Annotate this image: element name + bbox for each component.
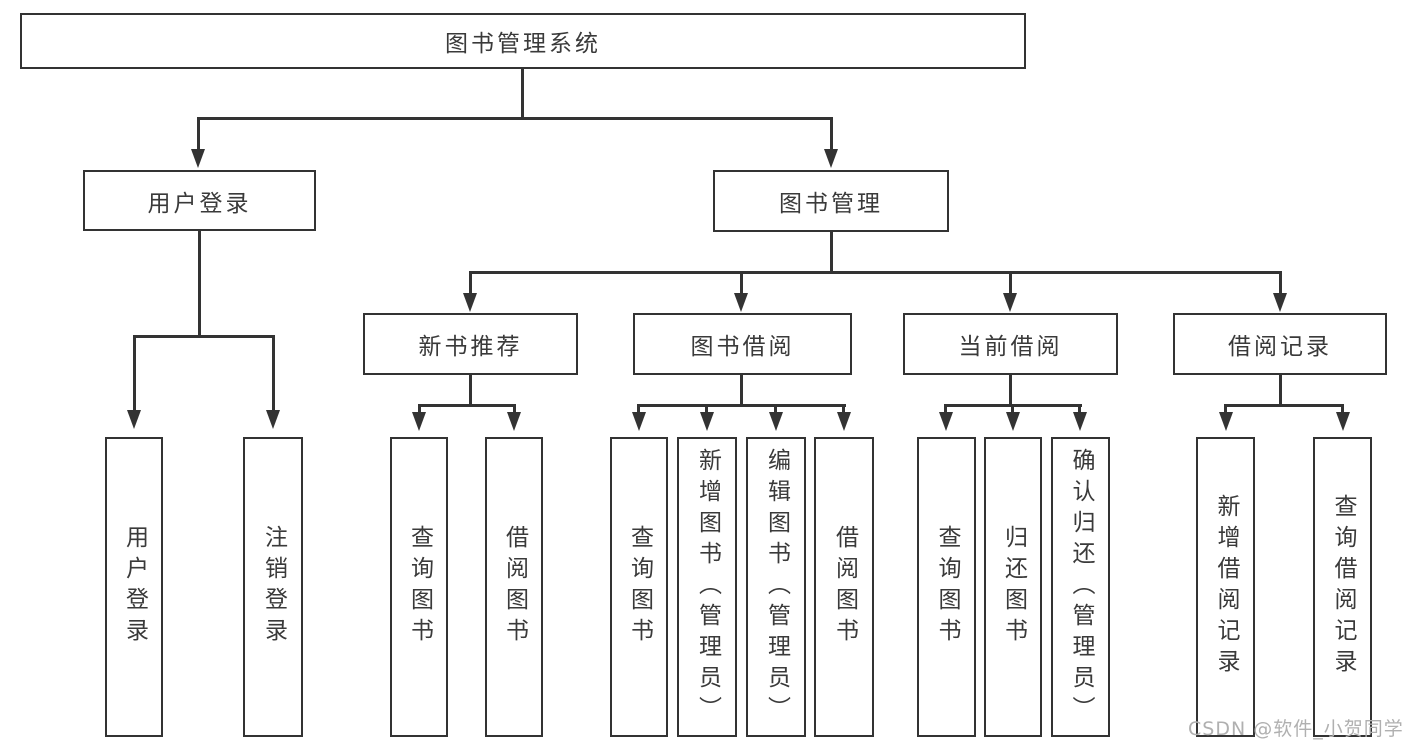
arrow-down-icon [463,293,477,312]
arrow-down-icon [1003,293,1017,312]
connector-vline [740,271,743,295]
node-label: 归还图书 [1000,525,1027,649]
connector-vline [637,404,640,414]
arrow-down-icon [939,412,953,431]
arrow-down-icon [1073,412,1087,431]
node-user-login: 用户登录 [83,170,316,231]
node-label: 确认归还（管理员） [1068,447,1094,727]
arrow-down-icon [191,149,205,168]
arrow-down-icon [1219,412,1233,431]
connector-vline [469,271,472,295]
node-current-borrow: 当前借阅 [903,313,1118,375]
connector-vline [842,404,845,414]
leaf-add-borrow-record: 新增借阅记录 [1196,437,1255,737]
leaf-add-books-admin: 新增图书（管理员） [677,437,737,737]
leaf-borrow-books-recommend: 借阅图书 [485,437,543,737]
connector-vline [830,229,833,273]
leaf-user-login: 用户登录 [105,437,163,737]
connector-vline [418,404,421,414]
arrow-down-icon [632,412,646,431]
node-label: 图书管理 [779,191,883,217]
arrow-down-icon [412,412,426,431]
leaf-query-books-current: 查询图书 [917,437,976,737]
leaf-query-books-borrow: 查询图书 [610,437,668,737]
node-label: 查询借阅记录 [1330,494,1356,680]
connector-hline [470,271,1282,274]
connector-vline [272,335,275,412]
node-borrow-records: 借阅记录 [1173,313,1387,375]
leaf-logout: 注销登录 [243,437,303,737]
arrow-down-icon [1336,412,1350,431]
node-label: 查询图书 [406,525,433,649]
leaf-borrow-books: 借阅图书 [814,437,874,737]
node-label: 新增图书（管理员） [694,447,721,727]
node-label: 借阅记录 [1228,334,1332,360]
connector-vline [133,335,136,412]
arrow-down-icon [507,412,521,431]
connector-hline [418,404,516,407]
node-label: 注销登录 [260,525,287,649]
arrow-down-icon [824,149,838,168]
connector-vline [469,375,472,406]
arrow-down-icon [1006,412,1020,431]
node-label: 查询图书 [626,525,653,649]
connector-hline [638,404,846,407]
csdn-watermark: CSDN @软件_小贺同学 [1188,718,1404,740]
connector-vline [198,229,201,337]
node-label: 借阅图书 [831,525,858,649]
arrow-down-icon [837,412,851,431]
node-label: 新增借阅记录 [1213,494,1239,680]
connector-vline [1009,271,1012,295]
node-book-borrow: 图书借阅 [633,313,852,375]
connector-vline [1279,375,1282,406]
node-root: 图书管理系统 [20,13,1026,69]
connector-vline [1341,404,1344,414]
connector-vline [513,404,516,414]
node-label: 查询图书 [934,525,960,649]
node-label: 借阅图书 [501,525,528,649]
connector-vline [830,117,833,151]
node-label: 用户登录 [147,190,252,217]
leaf-query-books-recommend: 查询图书 [390,437,448,737]
leaf-edit-books-admin: 编辑图书（管理员） [746,437,806,737]
arrow-down-icon [127,410,141,429]
connector-vline [1011,404,1014,414]
connector-hline [1225,404,1344,407]
node-new-book-recommend: 新书推荐 [363,313,578,375]
node-label: 编辑图书（管理员） [763,447,790,727]
connector-vline [1009,375,1012,406]
arrow-down-icon [769,412,783,431]
node-book-management: 图书管理 [713,170,949,232]
node-label: 新书推荐 [418,334,523,360]
connector-hline [133,335,275,338]
connector-vline [1224,404,1227,414]
node-label: 用户登录 [121,525,148,649]
leaf-return-books: 归还图书 [984,437,1042,737]
connector-vline [944,404,947,414]
node-label: 当前借阅 [958,334,1063,360]
connector-vline [740,375,743,406]
connector-vline [521,68,524,119]
arrow-down-icon [734,293,748,312]
arrow-down-icon [1273,293,1287,312]
connector-vline [1078,404,1081,414]
arrow-down-icon [266,410,280,429]
connector-vline [197,117,200,151]
leaf-query-borrow-record: 查询借阅记录 [1313,437,1372,737]
connector-vline [705,404,708,414]
node-label: 图书借阅 [690,334,795,360]
connector-vline [1279,271,1282,295]
node-label: 图书管理系统 [445,31,601,57]
leaf-confirm-return-admin: 确认归还（管理员） [1051,437,1110,737]
arrow-down-icon [700,412,714,431]
connector-hline [198,117,833,120]
connector-vline [774,404,777,414]
